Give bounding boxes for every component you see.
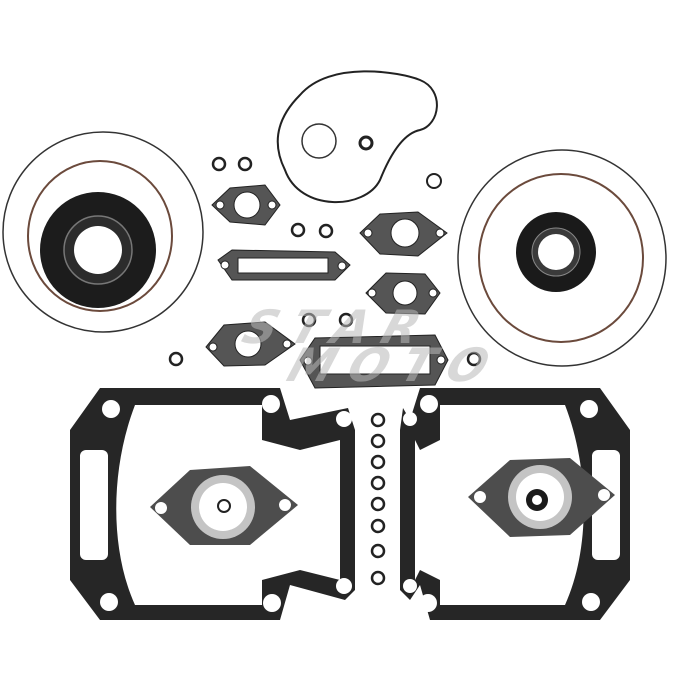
left-base-gasket: [70, 388, 355, 620]
right-crank-seal-group: [457, 149, 667, 367]
cover-oring-group: [276, 70, 442, 203]
rect-gaskets: [217, 249, 449, 389]
left-crank-seal-group: [2, 131, 204, 333]
flange-gaskets: [205, 184, 448, 367]
small-orings: [168, 156, 482, 586]
right-base-gasket: [400, 388, 630, 620]
